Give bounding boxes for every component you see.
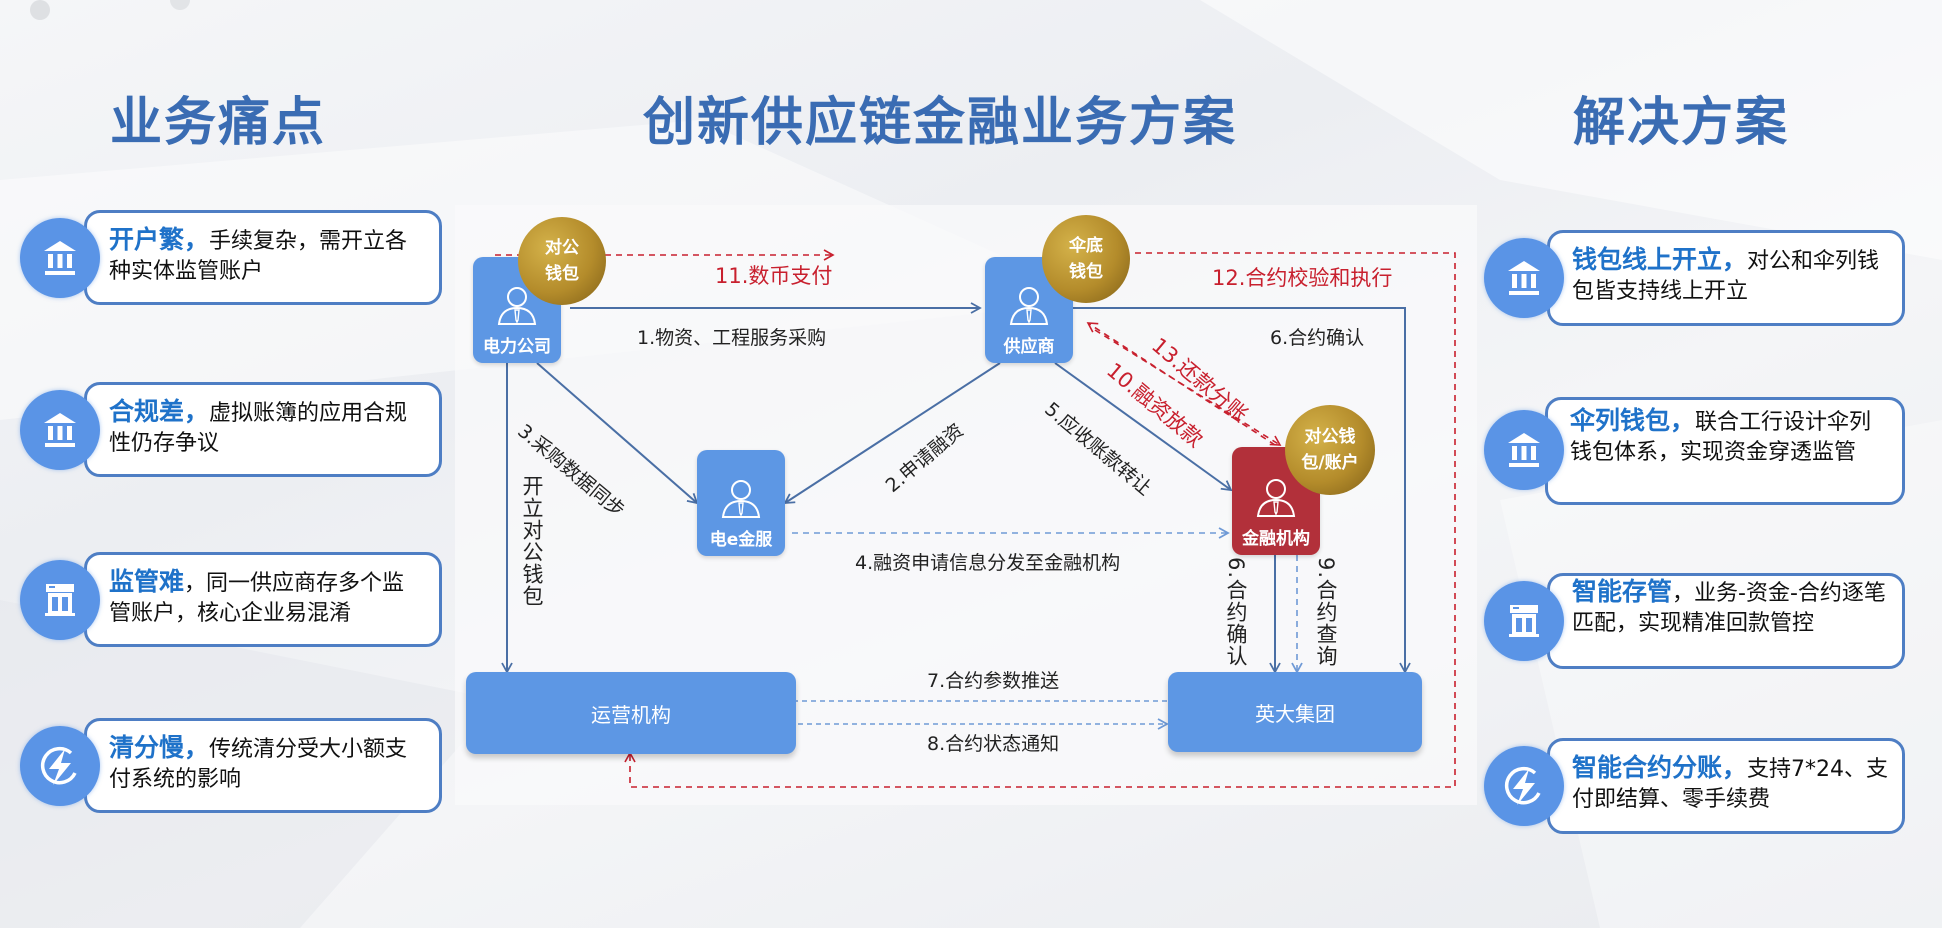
coin-line: 对公钱: [1304, 427, 1356, 447]
solution-highlight: 智能存管: [1572, 577, 1673, 606]
person-icon: [721, 480, 761, 518]
arrow-3: [536, 362, 699, 505]
arrow-5: [1054, 362, 1233, 492]
pain-point-text: ，同一供应商存多个监管账户，核心企业易混淆: [109, 571, 405, 626]
solution-text: ，业务-资金-合约逐笔匹配，实现精准回款管控: [1572, 581, 1886, 636]
solution-text: 对公和伞列钱包皆支持线上开立: [1572, 249, 1880, 304]
supply-chain-diagram: 电力公司 对公钱包 供应商 伞底钱包 电e金服 金融机构 对公钱包/账户 运营机…: [455, 205, 1477, 805]
flow-label-1: 1.物资、工程服务采购: [637, 327, 827, 349]
pain-point-text: 传统清分受大小额支付系统的影响: [109, 737, 408, 792]
arrow-2: [783, 362, 1001, 505]
solution-card: 智能合约分账，支持7*24、支付即结算、零手续费: [1547, 738, 1905, 834]
node-label: 电力公司: [483, 337, 551, 357]
bank-icon: [20, 218, 100, 298]
coin-line: 伞底: [1069, 236, 1103, 256]
building-icon: [20, 560, 100, 640]
node-operator: 运营机构: [466, 672, 796, 754]
coin-line: 钱包: [1069, 262, 1103, 282]
solution-text: 联合工行设计伞列钱包体系，实现资金穿透监管: [1570, 410, 1872, 465]
pain-point-text: 手续复杂，需开立各种实体监管账户: [109, 229, 408, 284]
flow-label-7: 7.合约参数推送: [927, 670, 1060, 692]
coin-corporate-wallet-account: 对公钱包/账户: [1285, 405, 1375, 495]
pain-point-highlight: 合规差，: [109, 397, 210, 426]
person-icon: [1009, 287, 1049, 325]
pain-point-highlight: 清分慢，: [109, 733, 210, 762]
person-icon: [1256, 479, 1296, 517]
node-yingda-group: 英大集团: [1168, 672, 1422, 752]
person-icon: [497, 287, 537, 325]
flow-label-6-vertical: 6.合约确认: [1224, 557, 1248, 668]
coin-umbrella-wallet: 伞底钱包: [1042, 215, 1130, 303]
solutions-title: 解决方案: [1573, 93, 1790, 153]
bank-icon: [1484, 238, 1564, 318]
pain-point-highlight: 开户繁，: [109, 225, 210, 254]
solution-card: 钱包线上开立，对公和伞列钱包皆支持线上开立: [1547, 230, 1905, 326]
building-icon: [1484, 581, 1564, 661]
flow-label-open-wallet: 开立对公钱包: [520, 475, 544, 607]
solution-card: 伞列钱包，联合工行设计伞列钱包体系，实现资金穿透监管: [1545, 397, 1905, 505]
arrow-12: [624, 252, 1456, 788]
coin-line: 钱包: [545, 264, 579, 284]
solution-card: 智能存管，业务-资金-合约逐笔匹配，实现精准回款管控: [1547, 573, 1905, 669]
bank-icon: [1484, 410, 1564, 490]
arrow-10: [1094, 329, 1282, 446]
main-title: 创新供应链金融业务方案: [643, 93, 1238, 153]
solution-highlight: 智能合约分账，: [1572, 753, 1748, 782]
node-e-finance: 电e金服: [697, 450, 785, 556]
flow-label-4: 4.融资申请信息分发至金融机构: [855, 552, 1121, 574]
flow-label-12: 12.合约校验和执行: [1212, 266, 1393, 290]
coin-line: 包/账户: [1301, 453, 1359, 473]
pain-point-text: 虚拟账簿的应用合规性仍存争议: [109, 401, 408, 456]
lightning-icon: [20, 726, 100, 806]
solution-highlight: 钱包线上开立，: [1572, 245, 1748, 274]
coin-corporate-wallet: 对公钱包: [518, 217, 606, 305]
node-label: 电e金服: [709, 530, 773, 550]
node-label: 供应商: [1003, 337, 1055, 357]
coin-line: 对公: [545, 238, 579, 258]
flow-label-6: 6.合约确认: [1270, 327, 1365, 349]
node-label: 金融机构: [1242, 529, 1310, 549]
arrow-6: [1070, 307, 1411, 674]
pain-point-card: 开户繁，手续复杂，需开立各种实体监管账户: [84, 210, 442, 305]
pain-point-card: 合规差，虚拟账簿的应用合规性仍存争议: [84, 382, 442, 477]
solution-text: 支持7*24、支付即结算、零手续费: [1572, 757, 1889, 812]
pain-point-highlight: 监管难: [109, 567, 185, 596]
flow-label-8: 8.合约状态通知: [927, 733, 1060, 755]
pain-point-card: 清分慢，传统清分受大小额支付系统的影响: [84, 718, 442, 813]
bank-icon: [20, 390, 100, 470]
solution-highlight: 伞列钱包，: [1570, 406, 1696, 435]
pain-point-card: 监管难，同一供应商存多个监管账户，核心企业易混淆: [84, 552, 442, 647]
lightning-icon: [1484, 746, 1564, 826]
node-power-company: 电力公司: [473, 257, 561, 363]
flow-label-11: 11.数币支付: [715, 264, 833, 288]
flow-label-9: 9.合约查询: [1314, 557, 1338, 668]
pain-points-title: 业务痛点: [110, 93, 327, 153]
